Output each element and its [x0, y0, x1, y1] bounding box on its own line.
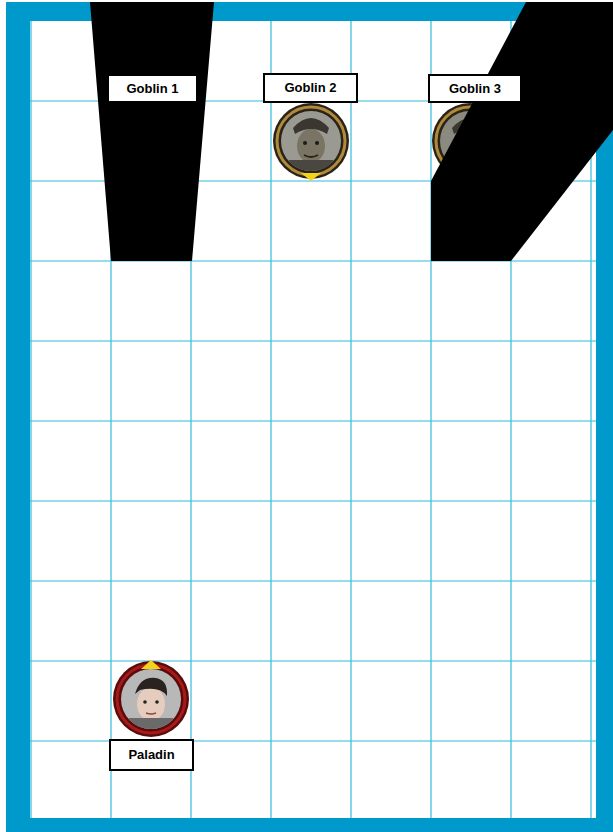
label-text: Paladin [128, 747, 174, 763]
token-label: Paladin [109, 739, 194, 771]
label-text: Goblin 2 [285, 80, 337, 96]
token-label: Goblin 2 [263, 73, 358, 103]
darkness-area [90, 2, 214, 261]
label-text: Goblin 1 [127, 81, 179, 97]
goblin-token [273, 103, 349, 181]
map-frame [6, 2, 613, 832]
paladin-token [113, 660, 189, 737]
facing-arrow [301, 173, 321, 181]
label-text: Goblin 3 [449, 81, 501, 97]
darkness-area [431, 2, 613, 261]
token-label: Goblin 1 [107, 74, 198, 103]
facing-arrow [141, 660, 161, 669]
token-label: Goblin 3 [428, 74, 522, 103]
